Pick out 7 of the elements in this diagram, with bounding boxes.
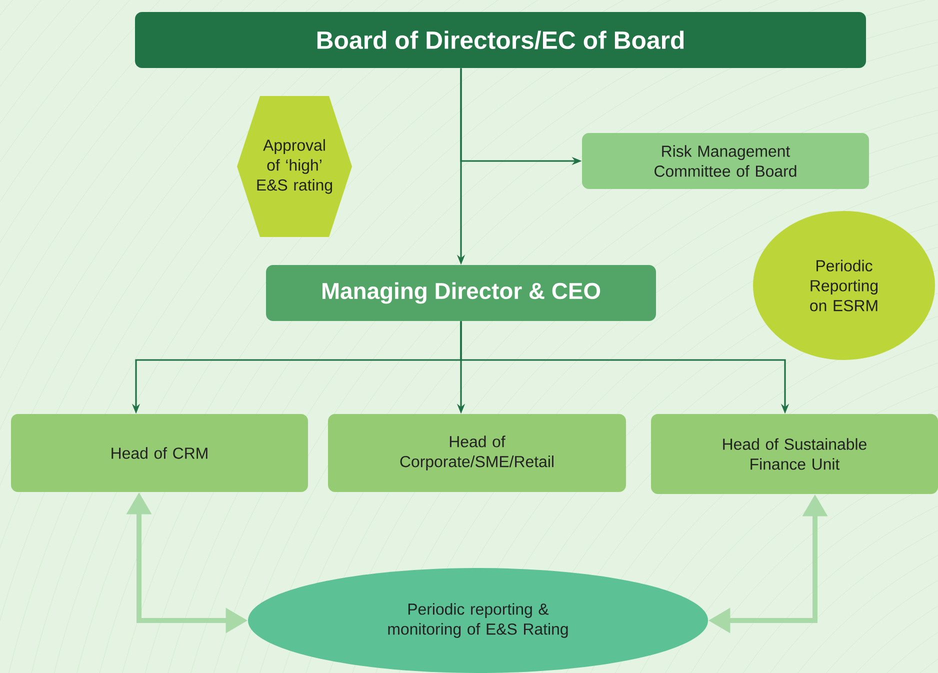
- process-box: Head of CRM: [11, 414, 308, 492]
- process-box: Managing Director & CEO: [266, 265, 656, 321]
- process-box: Head of Sustainable Finance Unit: [651, 414, 938, 494]
- process-box: Risk Management Committee of Board: [582, 133, 869, 189]
- title-box: Board of Directors/EC of Board: [135, 12, 866, 68]
- hexagon: Approval of ‘high’ E&S rating: [237, 96, 352, 237]
- process-box: Head of Corporate/SME/Retail: [328, 414, 626, 492]
